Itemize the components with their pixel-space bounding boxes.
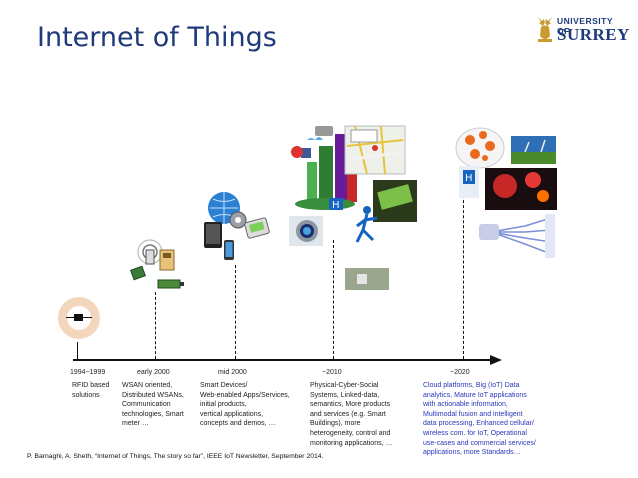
era-description-5: Cloud platforms, Big (IoT) Data analytic…: [423, 382, 536, 457]
era-guide-3: [235, 265, 236, 359]
sensor-nodes-illustration: [130, 239, 184, 289]
era-description-2: WSAN oriented, Distributed WSANs, Commun…: [122, 382, 184, 428]
era-tick-1: [77, 342, 78, 359]
era-guide-5: [463, 180, 464, 359]
rfid-chip-icon: [74, 314, 83, 321]
era-description-4: Physical-Cyber-Social Systems, Linked-da…: [310, 382, 393, 447]
era-description-3: Smart Devices/ Web-enabled Apps/Services…: [200, 382, 290, 428]
logo-university-text: UNIVERSITY OF: [557, 16, 613, 36]
timeline-axis: [73, 359, 493, 361]
svg-text:H: H: [465, 173, 473, 184]
era-guide-2: [155, 292, 156, 359]
era-guide-4: [333, 240, 334, 359]
era-label-5: ~2020: [450, 369, 470, 376]
smart-city-illustration: H: [289, 125, 417, 290]
era-description-1: RFID based solutions: [72, 382, 110, 399]
era-label-3: mid 2000: [218, 369, 247, 376]
era-label-2: early 2000: [137, 369, 170, 376]
stag-crest-icon: [538, 17, 552, 42]
rfid-tag-icon: [58, 297, 100, 339]
university-logo: UNIVERSITY OF SURREY: [535, 14, 630, 48]
svg-text:H: H: [332, 200, 340, 211]
cloud-bigdata-illustration: H: [455, 127, 557, 258]
slide-title: Internet of Things: [37, 22, 277, 53]
era-label-4: ~2010: [322, 369, 342, 376]
citation-text: P. Barnaghi, A. Sheth, “Internet of Thin…: [27, 453, 324, 460]
logo-surrey-text: SURREY: [557, 25, 630, 44]
era-label-1: 1994~1999: [70, 369, 106, 376]
smart-devices-illustration: [204, 192, 270, 260]
timeline-arrowhead: [490, 355, 502, 365]
